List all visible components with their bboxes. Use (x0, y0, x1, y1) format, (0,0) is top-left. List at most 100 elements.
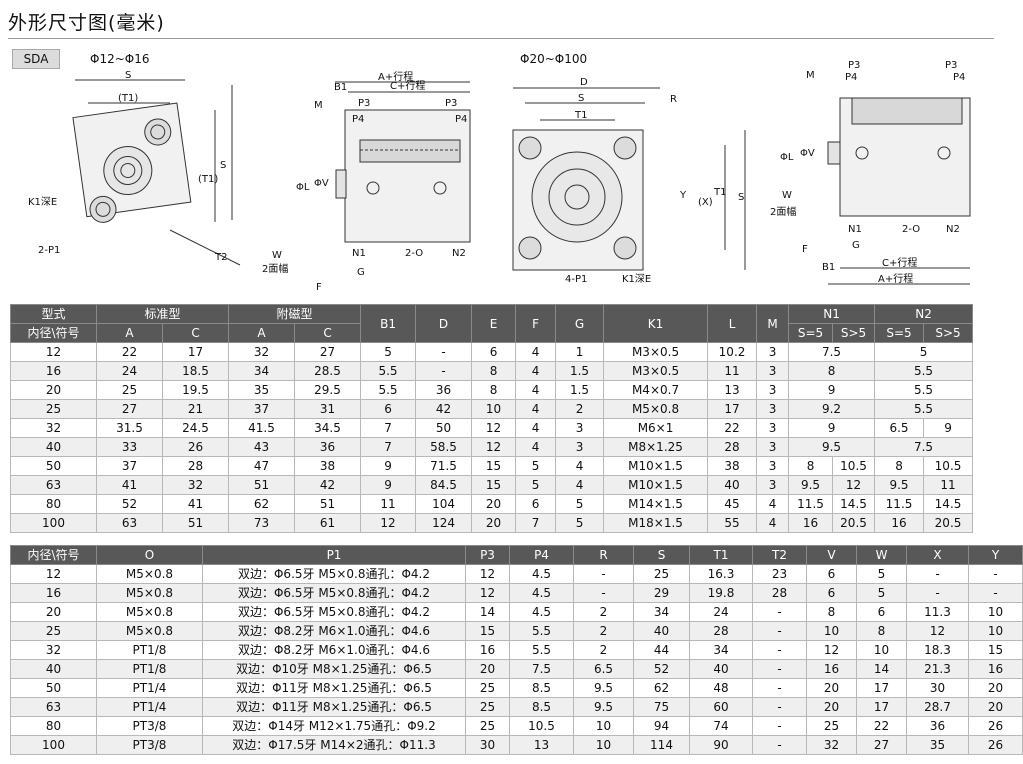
table-cell: 8 (788, 456, 834, 476)
label-t1-side: (T1) (198, 174, 218, 185)
table-cell: 4 (515, 418, 557, 438)
label-w-sub: 2面幅 (262, 262, 288, 275)
table-cell: 13 (509, 735, 574, 755)
table-cell: 11.5 (874, 494, 925, 514)
table-cell: 27 (294, 342, 362, 362)
label-t1-vert: T1 (713, 187, 726, 198)
table-cell: 41 (96, 475, 163, 495)
label-s: S (125, 70, 131, 81)
table-cell: 25 (10, 399, 97, 419)
table-cell: 47 (228, 456, 296, 476)
label-o: 2-O (405, 248, 423, 259)
table-cell: M10×1.5 (603, 475, 709, 495)
table-cell: 11 (707, 361, 758, 381)
header-cell: P3 (465, 545, 510, 565)
table-cell: 4 (515, 437, 557, 457)
header-cell: N2 (874, 304, 974, 324)
table-cell: 48 (689, 678, 753, 698)
table-cell: 5.5 (874, 399, 974, 419)
table-cell: 114 (633, 735, 690, 755)
table-cell: 4 (555, 475, 605, 495)
table-cell: 7.5 (788, 342, 876, 362)
table-cell: 37 (96, 456, 163, 476)
label-n2-large: N2 (946, 224, 960, 235)
table-cell: 14.5 (923, 494, 974, 514)
table-cell: 36 (906, 716, 969, 736)
table-cell: 20 (465, 659, 510, 679)
label-w-sub-large: 2面幅 (770, 205, 796, 218)
label-g-large: G (852, 240, 860, 251)
header-cell: Y (968, 545, 1023, 565)
label-o-large: 2-O (902, 224, 920, 235)
label-f: F (316, 282, 322, 293)
table-cell: - (752, 678, 807, 698)
header-cell: T2 (752, 545, 807, 565)
table-cell: 50 (10, 678, 97, 698)
table-cell: - (752, 659, 807, 679)
table-cell: 6 (856, 602, 907, 622)
table-cell: 3 (756, 342, 790, 362)
table-cell: 6 (806, 583, 857, 603)
table-cell: - (968, 564, 1023, 584)
table-cell: 3 (555, 437, 605, 457)
table-cell: 51 (294, 494, 362, 514)
table-cell: 25 (465, 697, 510, 717)
table-cell: 28 (161, 456, 230, 476)
table-cell: 124 (415, 513, 473, 533)
table-cell: 7.5 (874, 437, 974, 457)
table-cell: 18.3 (906, 640, 969, 660)
table-cell: 10.5 (509, 716, 574, 736)
table-cell: 3 (756, 418, 790, 438)
table-cell: 28.7 (906, 697, 969, 717)
table-cell: 3 (756, 380, 790, 400)
table-cell: PT1/4 (96, 697, 203, 717)
label-w: W (272, 250, 282, 261)
table-cell: 40 (633, 621, 690, 641)
table-cell: 10 (856, 640, 907, 660)
table-cell: M5×0.8 (96, 564, 203, 584)
label-m: M (314, 100, 323, 111)
table-cell: 6 (806, 564, 857, 584)
label-p1-large: 4-P1 (565, 274, 587, 285)
table-cell: 52 (633, 659, 690, 679)
table-cell: PT1/4 (96, 678, 203, 698)
label-n1: N1 (352, 248, 366, 259)
table-cell: - (415, 342, 473, 362)
table-cell: 12 (360, 513, 417, 533)
label-d: D (580, 77, 588, 88)
table-cell: 23 (752, 564, 807, 584)
table-cell: 5.5 (874, 361, 974, 381)
table-cell: 20 (471, 513, 517, 533)
table-cell: 62 (228, 494, 296, 514)
table-cell: 40 (10, 437, 97, 457)
table-cell: PT1/8 (96, 659, 203, 679)
table-cell: - (415, 361, 473, 381)
table-cell: 4.5 (509, 602, 574, 622)
table-cell: M5×0.8 (96, 583, 203, 603)
table-cell: 6.5 (573, 659, 634, 679)
label-s-large: S (578, 93, 584, 104)
table-cell: 34.5 (294, 418, 362, 438)
table-cell: M6×1 (603, 418, 709, 438)
table-cell: 80 (10, 716, 97, 736)
header-cell: D (415, 304, 473, 343)
header-cell: S=5 (874, 323, 925, 343)
table-cell: 3 (756, 475, 790, 495)
header-cell: O (96, 545, 203, 565)
table-cell: 4 (515, 361, 557, 381)
table-cell: - (752, 640, 807, 660)
table-cell: 42 (415, 399, 473, 419)
label-a-stroke: A+行程 (378, 70, 413, 83)
table-cell: 5 (856, 583, 907, 603)
label-p4-left: P4 (352, 114, 364, 125)
table-cell: 20 (968, 678, 1023, 698)
table-cell: 10 (968, 621, 1023, 641)
label-t1-large: T1 (574, 110, 587, 121)
table-cell: 12 (465, 564, 510, 584)
